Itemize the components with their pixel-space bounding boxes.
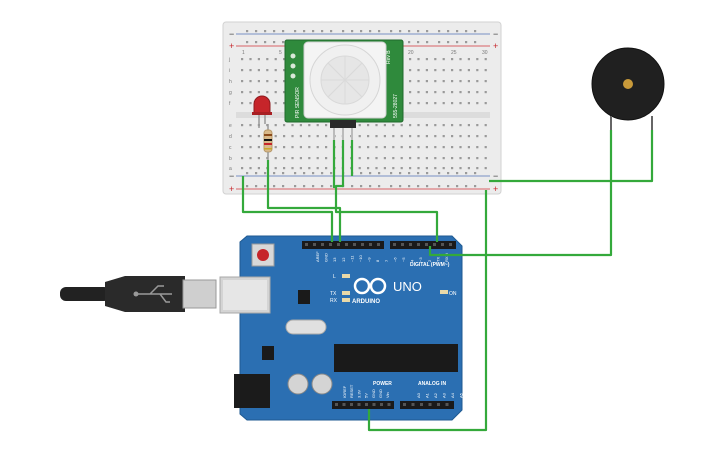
pin-label: A5	[459, 392, 464, 398]
led-label-rx: RX	[330, 298, 338, 304]
pin-label: 13	[332, 257, 337, 262]
pin-label: ~3	[418, 257, 423, 262]
pin-label: 12	[341, 257, 346, 262]
pir-model-label: Rev B	[386, 50, 392, 64]
pin-label: A0	[416, 392, 421, 398]
capacitor	[287, 373, 309, 395]
pin-label: GND	[324, 253, 329, 262]
column-number: 5	[279, 50, 282, 56]
pin-label: 7	[384, 259, 389, 262]
pir-side-left-label: PIR SENSOR	[295, 87, 301, 118]
pin-label: ~5	[401, 257, 406, 262]
pin-label: RX 0	[444, 252, 449, 262]
reset-button[interactable]	[257, 249, 269, 261]
pin-label: RESET	[349, 384, 354, 398]
column-number: 20	[408, 50, 414, 56]
pin-label: A2	[433, 392, 438, 398]
pir-side-right-label: 555-28027	[393, 94, 399, 118]
rail-plus-label-bottom-right: +	[493, 184, 498, 194]
rail-plus-label: +	[229, 41, 234, 51]
column-number: 30	[482, 50, 488, 56]
pin-label: 4	[410, 259, 415, 262]
rail-minus-label: −	[229, 29, 234, 39]
digital-label: DIGITAL (PWM~)	[410, 262, 450, 268]
wire-gnd-rail-to-gnd	[241, 176, 334, 242]
usb-symbol-icon	[136, 285, 172, 303]
pin-label: IOREF	[342, 385, 347, 398]
pin-label: AREF	[315, 251, 320, 262]
wire-5v-to-plus-rail	[367, 190, 488, 432]
row-letter: c	[229, 145, 232, 151]
pin-label: GND	[371, 389, 376, 398]
arduino-model-label: UNO	[393, 279, 422, 294]
wire-rail-to-buzzer	[489, 130, 654, 183]
wire-pir-out-to-pin2	[334, 140, 439, 242]
on-label: ON	[449, 291, 457, 297]
wire-buzzer-to-pin	[428, 130, 613, 257]
row-letter: d	[229, 134, 232, 140]
row-letter: b	[229, 156, 232, 162]
arduino-uno-board[interactable]: L TX RX ON ARDUINO UNO DIGITAL (PWM~) PO…	[219, 235, 464, 421]
pin-label: Vin	[385, 392, 390, 398]
led-label-l: L	[333, 274, 336, 280]
pin-label: A4	[450, 392, 455, 398]
arduino-infinity-logo	[353, 277, 387, 295]
rail-minus-label-bottom-right: −	[493, 171, 498, 181]
pin-label: ~10	[358, 254, 363, 262]
row-letter: i	[229, 68, 230, 74]
atmega-chip	[334, 344, 458, 372]
rail-sign-labels: − + − + − + − +	[229, 29, 498, 194]
pin-label: ~6	[392, 257, 397, 262]
rail-plus-label-right: +	[493, 41, 498, 51]
pin-label: ~11	[349, 255, 354, 262]
wire-resistor-to-pin13	[266, 160, 342, 242]
column-number: 1	[242, 50, 245, 56]
wires	[241, 130, 654, 432]
arduino-brand-label: ARDUINO	[352, 299, 380, 305]
power-label: POWER	[373, 381, 392, 387]
analog-label: ANALOG IN	[418, 381, 446, 387]
crystal-oscillator	[285, 319, 327, 335]
row-letter: h	[229, 79, 232, 85]
pin-label: 8	[375, 259, 380, 262]
pin-label: A1	[425, 392, 430, 398]
pin-label: ~9	[367, 257, 372, 262]
pin-label: A3	[442, 392, 447, 398]
resistor[interactable]	[263, 124, 273, 160]
row-letters: j i h g f e d c b a	[228, 57, 232, 172]
dc-jack	[234, 374, 270, 408]
rail-plus-label-bottom: +	[229, 184, 234, 194]
pin-label: 2	[427, 259, 432, 262]
row-letter: a	[229, 166, 232, 172]
row-letter: e	[229, 123, 232, 129]
pin-label: TX 1	[435, 253, 440, 262]
usb-cable[interactable]	[60, 276, 217, 312]
rail-minus-label-right: −	[493, 29, 498, 39]
rail-minus-label-bottom: −	[229, 171, 234, 181]
row-letter: j	[228, 57, 230, 63]
digital-header-pins	[305, 243, 452, 246]
power-analog-header-pins	[335, 403, 449, 406]
pir-sensor[interactable]: PIR SENSOR 555-28027 Rev B	[284, 39, 404, 140]
column-number: 25	[451, 50, 457, 56]
pin-label: GND	[378, 389, 383, 398]
led[interactable]	[252, 95, 272, 128]
pin-label: 3.3V	[356, 389, 361, 398]
piezo-buzzer[interactable]	[591, 47, 665, 130]
capacitor	[311, 373, 333, 395]
row-letter: g	[229, 90, 232, 96]
row-letter: f	[229, 101, 231, 107]
led-label-tx: TX	[330, 291, 337, 297]
pin-label: 5V	[364, 393, 369, 398]
